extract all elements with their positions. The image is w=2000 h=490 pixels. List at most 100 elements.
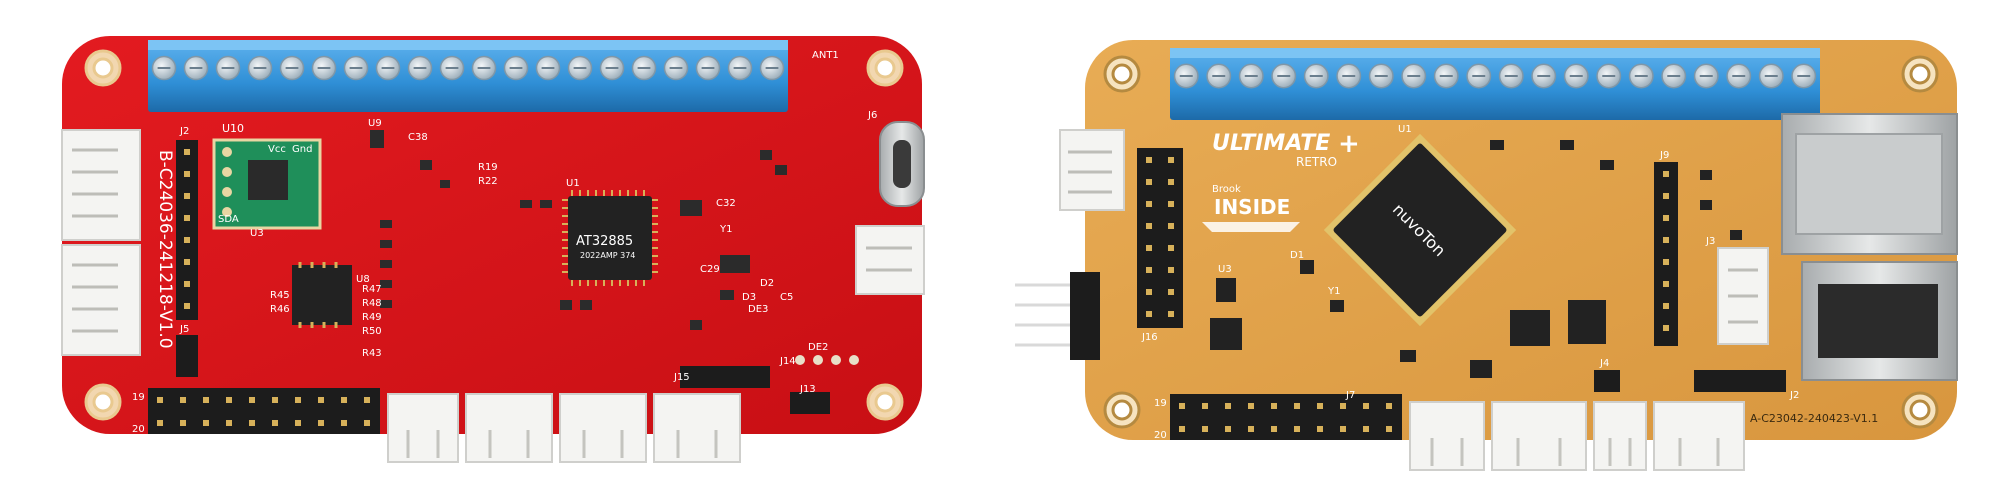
component-label: Y1	[719, 224, 732, 235]
sensor-module: Vcc Gnd SDA	[212, 138, 322, 230]
header-pin	[157, 397, 163, 403]
component-label: J9	[1659, 150, 1669, 161]
header-pin	[184, 281, 190, 287]
component-label: C5	[780, 292, 793, 303]
brook-inside-badge: Brook INSIDE	[1202, 184, 1300, 232]
mounting-holes	[84, 49, 904, 421]
header-pin	[180, 420, 186, 426]
red-main-chip: AT32885 2022AMP 374	[562, 190, 658, 286]
connector-j3	[1717, 247, 1769, 345]
component-label: DE3	[748, 304, 768, 315]
red-chip-subtext: 2022AMP 374	[580, 251, 635, 260]
component-label: DE2	[808, 342, 828, 353]
header-pin	[1363, 403, 1369, 409]
orange-pin-label-20: 20	[1154, 430, 1167, 441]
header-pin	[1179, 426, 1185, 432]
header-pin	[1663, 259, 1669, 265]
header-pin	[1168, 201, 1174, 207]
header-pin	[1168, 245, 1174, 251]
led-pads	[795, 355, 859, 365]
component-label: J16	[1141, 332, 1158, 343]
header-pin	[295, 397, 301, 403]
component-label: J2	[179, 126, 189, 137]
header-pin	[1271, 403, 1277, 409]
component-label: J7	[1345, 390, 1355, 401]
pin-header-j16	[1137, 148, 1183, 328]
pin-header-j9	[1654, 162, 1678, 346]
orange-controller-board: ULTIMATE + RETRO Brook INSIDE nuvoTon	[1015, 40, 1958, 471]
side-connectors-left	[61, 129, 141, 356]
usb-c-port	[879, 121, 925, 207]
red-chip-text: AT32885	[576, 234, 633, 249]
bottom-pin-header: 19 20	[132, 388, 380, 435]
header-pin	[249, 397, 255, 403]
header-pin	[1317, 403, 1323, 409]
header-pin	[1386, 426, 1392, 432]
header-pin	[1294, 426, 1300, 432]
header-pin	[1146, 223, 1152, 229]
header-pin	[1168, 289, 1174, 295]
header-pin	[364, 420, 370, 426]
red-pcb	[62, 36, 922, 434]
header-pin	[1317, 426, 1323, 432]
header-pin	[1663, 171, 1669, 177]
ic-u8	[292, 262, 352, 328]
screw-terminal-block	[148, 40, 788, 112]
badge-inside: INSIDE	[1214, 195, 1290, 219]
header-pin	[295, 420, 301, 426]
component-label: R48	[362, 298, 382, 309]
header-pin	[1146, 245, 1152, 251]
header-pin	[1146, 289, 1152, 295]
pin-header-j2	[176, 140, 198, 320]
ultimate-retro-logo: ULTIMATE + RETRO	[1212, 129, 1360, 169]
mounting-holes-orange	[1103, 55, 1939, 429]
component-label: U1	[1398, 124, 1412, 135]
header-pin	[1248, 403, 1254, 409]
header-pin	[226, 420, 232, 426]
component-label: J14	[779, 356, 796, 367]
pin-header-j4	[1594, 370, 1620, 392]
component-label: ANT1	[812, 50, 839, 61]
component-label: C32	[716, 198, 736, 209]
header-pin	[318, 420, 324, 426]
component-label: J6	[867, 110, 877, 121]
orange-bottom-connectors	[1409, 401, 1745, 471]
header-pin	[1271, 426, 1277, 432]
component-label: R45	[270, 290, 290, 301]
header-pin	[249, 420, 255, 426]
orange-bottom-pin-header: 19 20	[1154, 394, 1402, 441]
component-label: J4	[1599, 358, 1609, 369]
component-label: U3	[250, 228, 264, 239]
header-pin	[1146, 311, 1152, 317]
header-pin	[1663, 237, 1669, 243]
header-pin	[184, 193, 190, 199]
header-pin	[203, 420, 209, 426]
header-pin	[184, 171, 190, 177]
header-pin	[184, 237, 190, 243]
header-pin	[1146, 267, 1152, 273]
smd-components	[370, 130, 787, 330]
pin-header-j15	[680, 366, 770, 388]
header-pin	[1146, 157, 1152, 163]
logo-plus: +	[1338, 129, 1360, 159]
component-label: R22	[478, 176, 498, 187]
module-u10-label: U10	[222, 122, 244, 135]
module-gnd-label: Gnd	[292, 144, 312, 155]
component-label: U9	[368, 118, 382, 129]
header-pin	[1202, 403, 1208, 409]
orange-small-ics	[1210, 140, 1742, 378]
component-label: C38	[408, 132, 428, 143]
header-pin	[1202, 426, 1208, 432]
red-board-revision: B-C24036-241218-V1.0	[155, 150, 175, 349]
header-pin	[157, 420, 163, 426]
logo-ultimate: ULTIMATE	[1212, 131, 1330, 156]
pin-header-j13	[790, 392, 830, 414]
component-label: C29	[700, 264, 720, 275]
header-pin	[1225, 403, 1231, 409]
header-pin	[1663, 325, 1669, 331]
header-pin	[1225, 426, 1231, 432]
red-silkscreen-labels: U9U1U8U3J2J5J6J13J14J15C38R19R22R45R46R4…	[179, 50, 877, 395]
screw-terminal-block-orange	[1170, 48, 1820, 120]
header-pin	[364, 397, 370, 403]
